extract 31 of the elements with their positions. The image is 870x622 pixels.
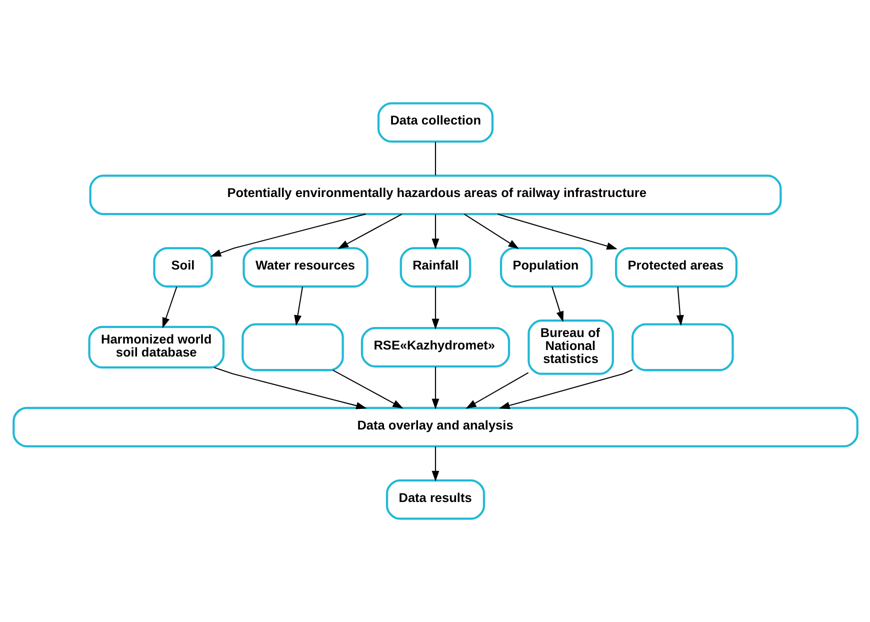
node-box: Population (499, 247, 592, 288)
arrow (213, 367, 366, 410)
connector (434, 142, 436, 176)
node-box: Rainfall (399, 247, 471, 288)
node-box: Data collection (376, 102, 494, 143)
node-box: Data results (385, 479, 485, 520)
arrow (431, 214, 439, 250)
node-box: Potentially environmentally hazardous areas of railway infrastructure (88, 174, 782, 216)
arrow (162, 286, 177, 328)
node-box (241, 323, 344, 372)
node-box: Soil (152, 247, 212, 288)
arrow (431, 286, 439, 330)
arrow (332, 370, 403, 409)
node-box: Protected areas (614, 247, 738, 288)
arrow (337, 214, 402, 249)
arrow (551, 286, 564, 322)
arrow (498, 369, 632, 410)
node-box: Bureau of National statistics (527, 320, 614, 375)
node-box: Data overlay and analysis (12, 406, 858, 448)
node-box (631, 323, 734, 372)
node-box: Water resources (242, 247, 368, 288)
arrow (497, 214, 617, 250)
arrow (465, 372, 528, 409)
node-box: Harmonized world soil database (88, 326, 224, 369)
arrow (210, 214, 366, 257)
arrow (431, 366, 439, 410)
arrow (464, 214, 518, 249)
node-box: RSE«Kazhydromet» (360, 326, 510, 368)
arrow (294, 286, 303, 326)
arrow (676, 286, 684, 326)
arrow (431, 446, 439, 482)
